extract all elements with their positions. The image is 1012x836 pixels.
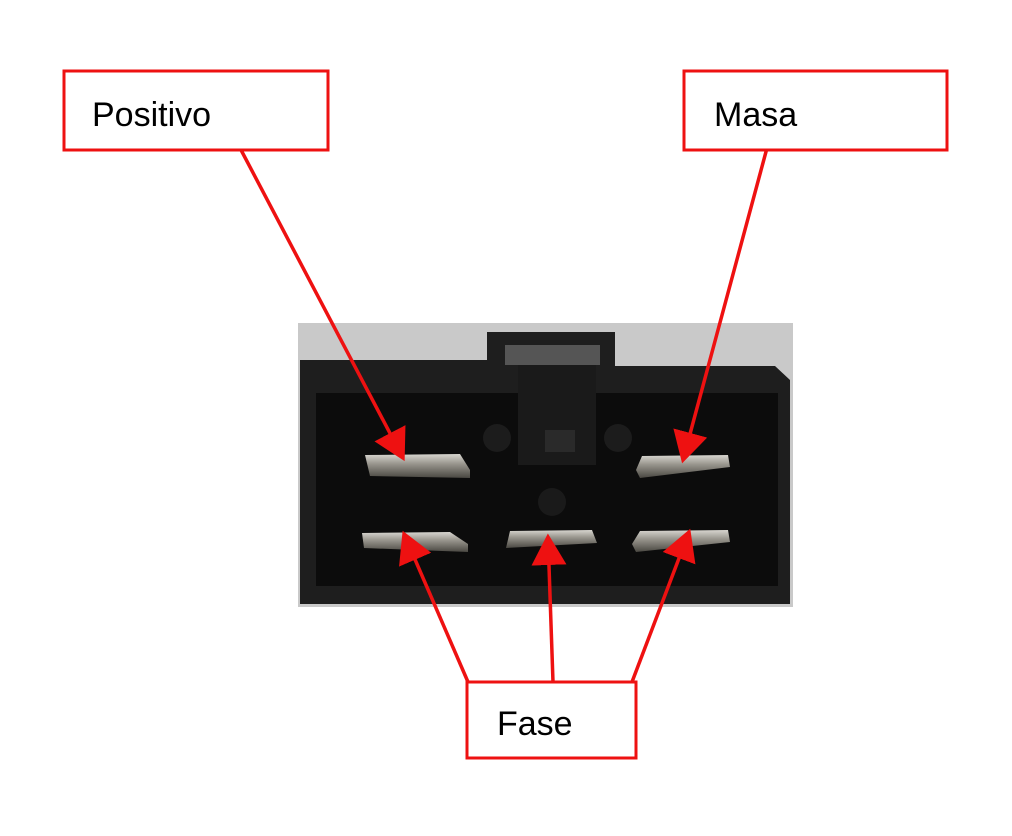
arrow-ground (673, 147, 769, 464)
latch-tab (505, 345, 600, 365)
pin-positive (365, 454, 470, 478)
arrow-phase-2 (531, 533, 567, 683)
label-positive-text: Positivo (92, 96, 211, 134)
mold-dimple (538, 488, 566, 516)
label-ground: Masa (682, 69, 949, 152)
annotation-arrows (238, 147, 769, 683)
label-ground-text: Masa (714, 96, 797, 134)
arrow-phase-1 (399, 530, 470, 683)
mold-dimple (483, 424, 511, 452)
arrow-phase-3 (630, 528, 696, 683)
label-phase-text: Fase (497, 705, 573, 743)
molded-marking (545, 430, 575, 452)
mold-dimple (604, 424, 632, 452)
label-phase: Fase (465, 680, 638, 760)
connector-photo (298, 323, 793, 607)
label-positive: Positivo (62, 69, 330, 152)
arrow-positive (238, 147, 406, 462)
